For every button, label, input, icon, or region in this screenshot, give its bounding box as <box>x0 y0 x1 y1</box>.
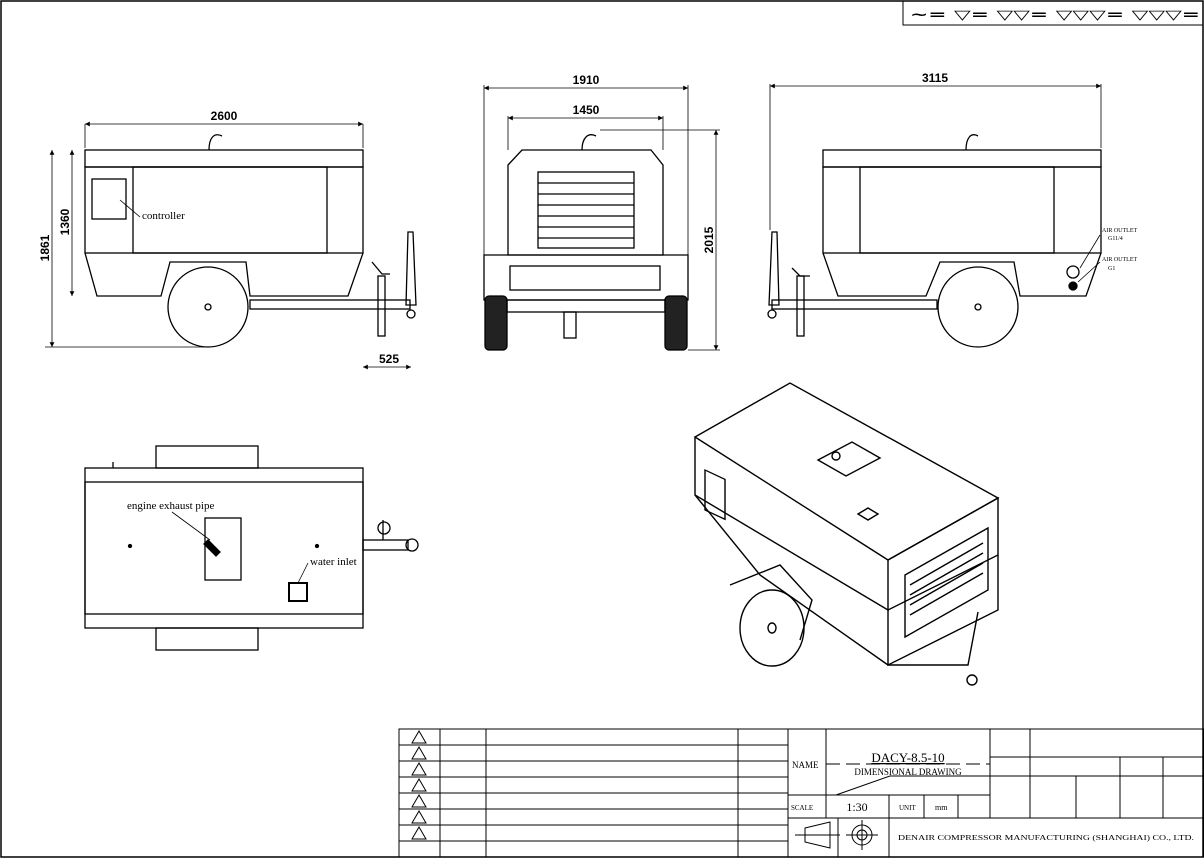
label-air-outlet-2: AIR OUTLET <box>1102 257 1137 263</box>
label-engine-exhaust-pipe: engine exhaust pipe <box>127 500 214 512</box>
label-air-outlet-2-size: G1 <box>1108 266 1115 272</box>
water-inlet-cap <box>288 582 308 602</box>
controller-panel <box>91 178 127 220</box>
label-controller: controller <box>142 210 185 222</box>
front-view-dimensions <box>483 85 720 351</box>
surface-roughness-legend: ~= ▽= ▽▽= ▽▽▽= ▽▽▽= <box>902 0 1204 26</box>
title-block <box>787 728 1204 858</box>
label-air-outlet-1: AIR OUTLET <box>1102 228 1137 234</box>
iso-control-panel <box>704 468 726 521</box>
front-grille <box>537 171 635 249</box>
label-air-outlet-1-size: G11/4 <box>1108 236 1123 242</box>
title-unit-label: UNIT <box>899 804 916 812</box>
title-drawing-type: DIMENSIONAL DRAWING <box>854 767 962 777</box>
side-view-dimensions <box>45 121 411 370</box>
projection-symbol-icon <box>795 820 878 850</box>
title-unit-value: mm <box>935 803 948 812</box>
front-wheel-right <box>664 295 688 351</box>
dim-front-body-width: 1450 <box>573 103 600 117</box>
side-wheel <box>167 266 249 348</box>
label-water-inlet: water inlet <box>310 556 357 568</box>
rear-view <box>767 134 1102 348</box>
title-scale-label: SCALE <box>791 804 813 812</box>
title-model: DACY-8.5-10 <box>871 750 944 765</box>
iso-wheel <box>739 589 805 667</box>
air-outlet-2 <box>1068 281 1078 291</box>
rear-view-dimensions <box>769 83 1102 283</box>
top-view <box>84 445 419 651</box>
title-scale-value: 1:30 <box>846 800 867 814</box>
title-name-label: NAME <box>792 760 819 770</box>
dim-side-body-height: 1360 <box>58 208 72 235</box>
dim-side-length: 2600 <box>211 109 238 123</box>
roughness-symbols: ~= ▽= ▽▽= ▽▽▽= ▽▽▽= <box>910 8 1200 23</box>
front-wheel-left <box>484 295 508 351</box>
dim-side-total-height: 1861 <box>38 234 52 261</box>
top-hatch <box>204 517 242 581</box>
rear-wheel <box>937 266 1019 348</box>
dim-drawbar: 525 <box>379 352 399 366</box>
revision-table <box>398 728 789 858</box>
isometric-view <box>693 382 1000 686</box>
front-view <box>483 134 689 351</box>
top-view-leaders <box>171 511 309 584</box>
side-view <box>84 134 417 348</box>
air-outlet-1 <box>1066 265 1080 279</box>
title-company: DENAIR COMPRESSOR MANUFACTURING (SHANGHA… <box>898 833 1194 842</box>
dim-rear-length: 3115 <box>922 71 948 85</box>
dim-front-width: 1910 <box>573 73 600 87</box>
dim-front-height: 2015 <box>702 226 716 253</box>
